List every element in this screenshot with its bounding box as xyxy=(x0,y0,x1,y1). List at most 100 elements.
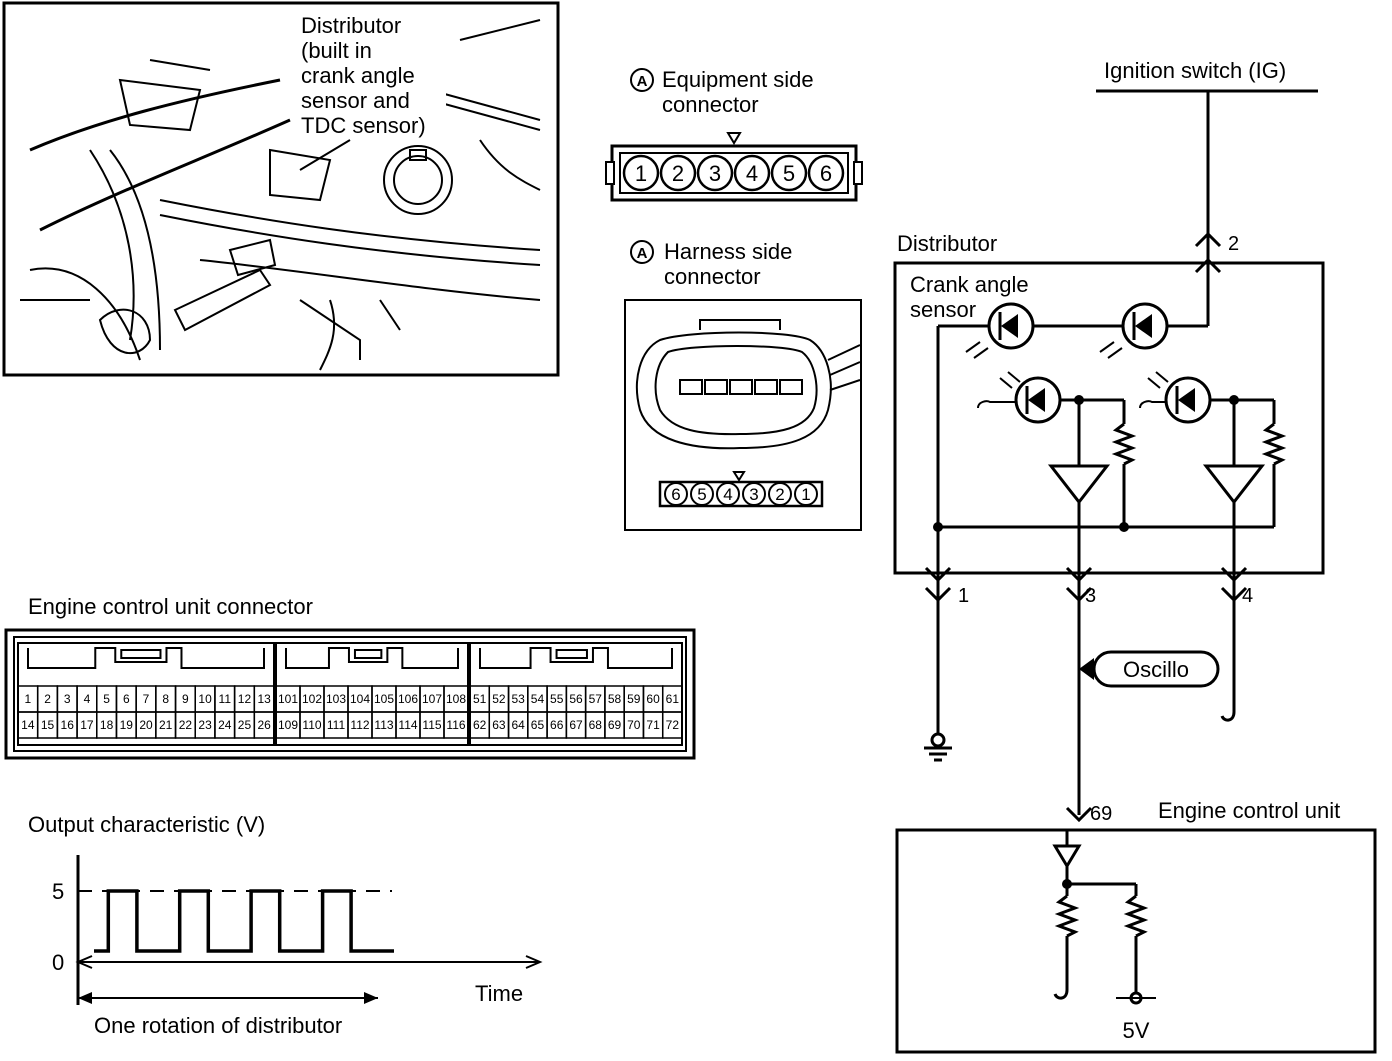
ecu-pin-label: 71 xyxy=(646,718,660,732)
harness-pin-label: 1 xyxy=(801,485,810,504)
ecu-pin-label: 22 xyxy=(179,718,193,732)
ecu-pin-label: 21 xyxy=(159,718,173,732)
ecu-pin-label: 8 xyxy=(162,692,169,706)
harness-pin-1 xyxy=(794,482,818,506)
ecu-pin-label: 60 xyxy=(646,692,660,706)
harness-pin-2 xyxy=(768,482,792,506)
ecu-pin-label: 104 xyxy=(350,692,370,706)
led-1 xyxy=(965,302,1035,359)
terminal-3-label: 3 xyxy=(1085,585,1096,607)
chart-x-axis-arrow xyxy=(525,955,543,969)
ecu-pin-label: 4 xyxy=(84,692,91,706)
harness-pin-3 xyxy=(742,482,766,506)
ecu-pin-label: 107 xyxy=(422,692,442,706)
ecu-pin-label: 54 xyxy=(531,692,545,706)
ecu-pin-label: 69 xyxy=(608,718,622,732)
equipment-marker-label: A xyxy=(637,73,648,90)
ecu-pin-label: 14 xyxy=(21,718,35,732)
ecu-pin-label: 23 xyxy=(198,718,212,732)
ecu-pin-label: 51 xyxy=(473,692,487,706)
chart-baseline-arrow xyxy=(75,955,93,969)
ecu-pin-label: 1 xyxy=(25,692,32,706)
equipment-pin-label: 4 xyxy=(746,161,758,186)
oscillo-label: Oscillo xyxy=(1123,657,1189,682)
equipment-pin-label: 2 xyxy=(672,161,684,186)
photo-caption-line-3: crank angle xyxy=(301,63,415,88)
ecu-pin-label: 9 xyxy=(182,692,189,706)
equipment-pin-1 xyxy=(622,154,660,192)
ecu-pin-label: 24 xyxy=(218,718,232,732)
ecu-pin-label: 110 xyxy=(302,718,321,732)
ecu-pin-label: 18 xyxy=(100,718,114,732)
engine-bay-illustration: Distributor (built in crank angle sensor… xyxy=(2,1,560,377)
ecu-pin-label: 111 xyxy=(327,718,346,732)
equipment-pin-3 xyxy=(696,154,734,192)
ecu-pin-label: 68 xyxy=(589,718,603,732)
ecu-pin-label: 101 xyxy=(278,692,298,706)
ecu-pin-label: 64 xyxy=(512,718,526,732)
harness-pin-label: 4 xyxy=(723,485,732,504)
harness-pin-4 xyxy=(716,482,740,506)
ecu-pin-label: 15 xyxy=(41,718,55,732)
sensor-label-line-1: Crank angle xyxy=(910,272,1029,297)
ecu-pin-label: 102 xyxy=(302,692,322,706)
ecu-pin-label: 3 xyxy=(64,692,71,706)
circuit-diagram: Ignition switch (IG) 2 Distributor Crank… xyxy=(893,58,1377,1054)
ecu-pin-cell xyxy=(443,711,469,739)
ecu-pin-label: 108 xyxy=(446,692,466,706)
ecu-pin-label: 112 xyxy=(350,718,369,732)
ecu-pin-label: 109 xyxy=(278,718,298,732)
distributor-label: Distributor xyxy=(897,231,997,256)
photo-caption-line-2: (built in xyxy=(301,38,372,63)
chart-x-axis-label: Time xyxy=(475,981,523,1006)
ecu-pin-label: 25 xyxy=(238,718,252,732)
supply-voltage-label: 5V xyxy=(1123,1018,1150,1043)
terminal-2-label: 2 xyxy=(1228,233,1239,255)
ecu-pin-label: 55 xyxy=(550,692,564,706)
ecu-pin-label: 103 xyxy=(326,692,346,706)
terminal-4-label: 4 xyxy=(1242,585,1253,607)
ecu-pin-label: 12 xyxy=(238,692,252,706)
ecu-pin-label: 72 xyxy=(666,718,680,732)
ecu-pin-cell xyxy=(253,711,275,739)
photo-transistor-1 xyxy=(977,371,1137,527)
ecu-pin-label: 26 xyxy=(257,718,271,732)
harness-marker-label: A xyxy=(637,245,648,262)
sensor-label-line-2: sensor xyxy=(910,297,976,322)
photo-transistor-2 xyxy=(1139,371,1287,527)
ecu-pin-label: 65 xyxy=(531,718,545,732)
equipment-pin-2 xyxy=(659,154,697,192)
equipment-pin-5 xyxy=(770,154,808,192)
ecu-pin-label: 11 xyxy=(219,692,232,706)
terminal-1-label: 1 xyxy=(958,585,969,607)
harness-pin-5 xyxy=(690,482,714,506)
ecu-pin-cell xyxy=(661,711,683,739)
equipment-pin-label: 3 xyxy=(709,161,721,186)
ecu-pin-label: 67 xyxy=(569,718,583,732)
ecu-pin-label: 53 xyxy=(512,692,526,706)
equipment-label-line-1: Equipment side xyxy=(662,67,814,92)
ecu-pin-label: 7 xyxy=(143,692,150,706)
chart-y-tick-label: 5 xyxy=(52,879,64,904)
equipment-pin-label: 6 xyxy=(820,161,832,186)
ecu-pin-label: 62 xyxy=(473,718,487,732)
harness-pin-6 xyxy=(664,482,688,506)
ground-symbol xyxy=(924,732,952,762)
ecu-pin-label: 113 xyxy=(374,718,393,732)
ecu-pin-label: 116 xyxy=(446,718,465,732)
ecu-pin-label: 16 xyxy=(61,718,75,732)
chart-rotation-span-label: One rotation of distributor xyxy=(94,1013,342,1038)
ecu-pin-label: 10 xyxy=(198,692,212,706)
chart-span-arrow-left xyxy=(78,992,92,1004)
chart-span-arrow-right xyxy=(364,992,378,1004)
harness-label-line-1: Harness side xyxy=(664,239,792,264)
ecu-pin-label: 13 xyxy=(257,692,271,706)
ecu-terminal-label: 69 xyxy=(1090,803,1112,825)
ecu-pin-label: 59 xyxy=(627,692,641,706)
harness-pin-label: 2 xyxy=(775,485,784,504)
